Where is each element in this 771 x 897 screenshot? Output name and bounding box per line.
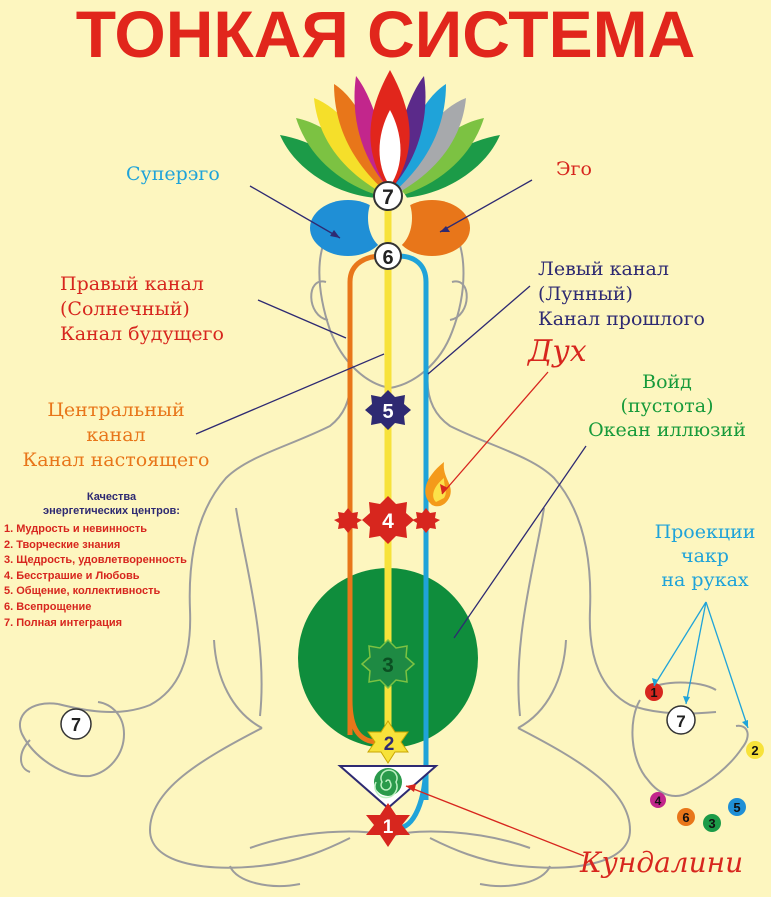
chakra-1-number: 1 <box>383 817 394 838</box>
chakra-3 <box>360 638 416 690</box>
hand-chakra-3-number: 3 <box>708 816 715 831</box>
kundalini-spiral <box>374 769 398 799</box>
page-title: ТОНКАЯ СИСТЕМА <box>75 0 696 71</box>
lotus-crown <box>280 70 500 198</box>
central-channel-label-line-2: канал <box>86 424 146 446</box>
right-channel-label-line-1: Правый канал <box>60 273 204 295</box>
left-channel-line <box>397 253 429 800</box>
chakra-5-number: 5 <box>382 401 393 423</box>
left-channel-label-line-1: Левый канал <box>538 258 669 280</box>
spirit-flame-core <box>433 478 446 502</box>
chakra-1 <box>366 803 410 847</box>
body-outline <box>19 221 749 887</box>
left-palm-chakra-7 <box>60 708 92 740</box>
central-channel-label-line-3: Канал настоящего <box>22 449 210 471</box>
void-label-line-3: Океан иллюзий <box>588 419 746 441</box>
chakra-4 <box>362 496 414 544</box>
quality-item: 5. Общение, коллективность <box>4 585 161 598</box>
central-channel-label: Центральный канал Канал настоящего <box>6 398 226 473</box>
qualities-heading-line-1: Качества <box>86 491 137 503</box>
chakra-7-number: 7 <box>382 186 394 209</box>
chakra-6-number: 6 <box>382 247 393 269</box>
hand-projections-label-line-1: Проекции <box>654 521 756 543</box>
kundalini-coil <box>374 768 402 796</box>
left-palm-chakra-7-number: 7 <box>71 715 81 735</box>
hand-chakra-1 <box>645 683 663 701</box>
hand-chakra-6-number: 6 <box>682 810 689 825</box>
superego-shape <box>310 200 386 256</box>
chakra-7 <box>373 181 403 211</box>
kundalini-label: Кундалини <box>580 846 744 879</box>
void-label-line-1: Войд <box>642 371 692 393</box>
chakra-4-right-flower <box>334 508 362 533</box>
hand-chakra-6 <box>677 808 695 826</box>
hand-projections-label-line-3: на руках <box>661 569 749 591</box>
superego-label: Суперэго <box>126 163 220 185</box>
void-label-line-2: (пустота) <box>620 395 714 417</box>
quality-item: 4. Бесстрашие и Любовь <box>4 569 140 582</box>
left-channel-label-line-2: (Лунный) <box>538 283 633 305</box>
qualities-block: Качества энергетических центров: 1. Мудр… <box>4 490 219 631</box>
right-channel-label-line-3: Канал будущего <box>60 323 224 345</box>
void-label: Войд (пустота) Океан иллюзий <box>562 370 771 442</box>
chakra-3-number: 3 <box>382 654 394 677</box>
left-channel-label-line-3: Канал прошлого <box>538 308 705 330</box>
hand-chakra-3 <box>703 814 721 832</box>
central-channel-label-line-1: Центральный <box>47 399 185 421</box>
chakra-4-number: 4 <box>382 510 394 533</box>
quality-item: 1. Мудрость и невинность <box>4 523 148 535</box>
right-channel-curve <box>347 699 379 745</box>
hand-chakra-4 <box>650 792 666 808</box>
quality-item: 6. Всепрощение <box>4 600 92 613</box>
leader-lines <box>195 179 749 857</box>
qualities-list: 1. Мудрость и невинность 2. Творческие з… <box>4 522 219 631</box>
hand-chakra-4-number: 4 <box>655 794 662 808</box>
hand-projections-label-line-2: чакр <box>681 545 729 567</box>
hand-projections-label: Проекции чакр на руках <box>630 520 771 592</box>
quality-item: 2. Творческие знания <box>4 538 121 551</box>
ego-label: Эго <box>556 158 592 180</box>
hand-chakra-7-number: 7 <box>676 712 685 731</box>
chakra-2-number: 2 <box>384 734 395 755</box>
hand-chakra-2 <box>746 741 764 759</box>
left-channel-label: Левый канал (Лунный) Канал прошлого <box>538 257 705 332</box>
chakra-4-left-flower <box>412 508 440 533</box>
chakra-5 <box>365 390 411 430</box>
ego-shape <box>394 200 470 256</box>
quality-item: 7. Полная интеграция <box>4 616 123 629</box>
right-channel-label: Правый канал (Солнечный) Канал будущего <box>60 272 224 347</box>
hand-chakra-1-number: 1 <box>650 685 657 700</box>
hand-projections: 1 7 2 4 6 3 5 <box>645 683 764 832</box>
chakra-6 <box>374 242 402 270</box>
hand-chakra-7 <box>666 705 696 735</box>
leader-arrowheads <box>330 226 748 792</box>
quality-item: 3. Щедрость, удовлетворенность <box>4 554 187 567</box>
hand-chakra-2-number: 2 <box>751 743 758 758</box>
hand-chakra-5 <box>728 798 746 816</box>
spirit-label: Дух <box>528 334 587 369</box>
chakra-2 <box>367 720 409 764</box>
hand-chakra-5-number: 5 <box>733 800 740 815</box>
qualities-heading-line-2: энергетических центров: <box>43 505 180 517</box>
right-channel-label-line-2: (Солнечный) <box>60 298 190 320</box>
